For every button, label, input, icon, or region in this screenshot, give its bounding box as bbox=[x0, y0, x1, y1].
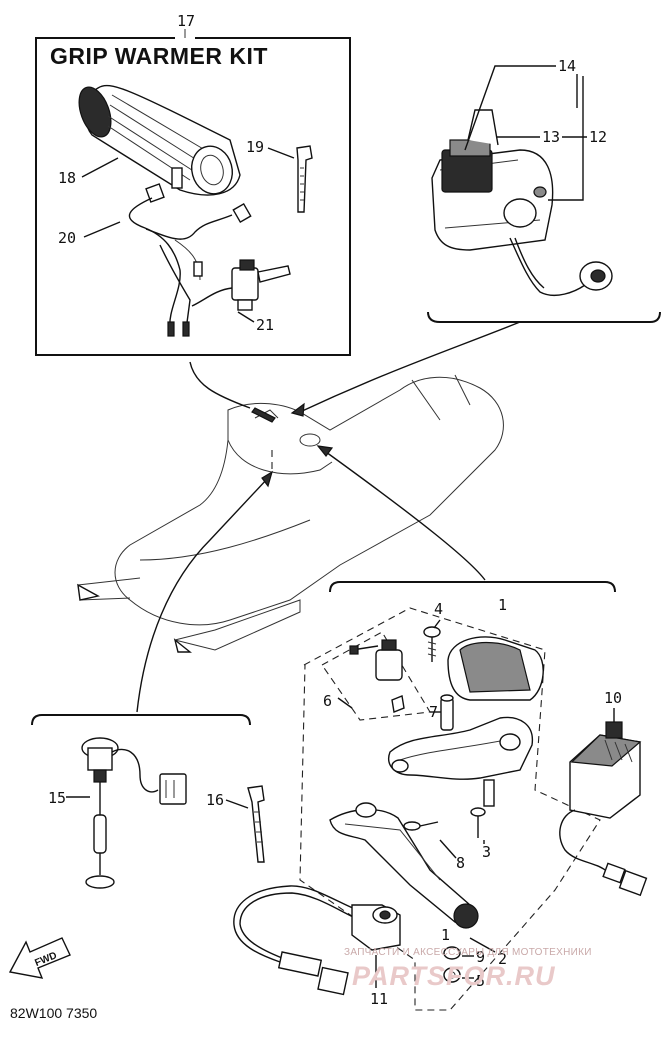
callout-9-a: 1 bbox=[441, 926, 450, 944]
brake-switch-11 bbox=[233, 885, 401, 996]
indicator-15 bbox=[81, 737, 187, 889]
callout-1: 1 bbox=[498, 596, 507, 614]
cable-tie-19 bbox=[296, 145, 313, 213]
callout-16: 16 bbox=[206, 791, 224, 809]
callout-10: 10 bbox=[604, 689, 622, 707]
snowmobile-outline bbox=[77, 374, 504, 653]
grip-warmer-kit-box: 17 GRIP WARMER KIT bbox=[35, 12, 351, 356]
switch-part-6 bbox=[349, 639, 405, 713]
leader-18 bbox=[81, 157, 119, 178]
cable-tie-16 bbox=[247, 785, 265, 863]
brake-lever-2 bbox=[329, 802, 479, 929]
callout-11: 11 bbox=[370, 990, 388, 1008]
callout-13: 13 bbox=[542, 128, 560, 146]
watermark-line-1: ЗАПЧАСТИ И АКСЕССУАРЫ ДЛЯ МОТОТЕХНИКИ bbox=[344, 947, 592, 958]
callout-9: 9 bbox=[476, 948, 485, 966]
callout-17: 17 bbox=[177, 12, 195, 30]
pin-7 bbox=[440, 694, 454, 731]
kit-title: GRIP WARMER KIT bbox=[50, 43, 268, 69]
wire-harness-20 bbox=[128, 183, 252, 337]
callout-20: 20 bbox=[58, 229, 76, 247]
handlebar-switch-group bbox=[427, 109, 661, 323]
callout-19: 19 bbox=[246, 138, 264, 156]
fwd-arrow-icon: FWD bbox=[8, 937, 71, 979]
callout-5: 5 bbox=[476, 972, 485, 990]
switch-21 bbox=[191, 259, 291, 311]
callout-12: 12 bbox=[589, 128, 607, 146]
callout-15: 15 bbox=[48, 789, 66, 807]
relay-10 bbox=[559, 721, 648, 897]
lever-assembly-bracket bbox=[329, 581, 616, 593]
screw-8 bbox=[403, 821, 439, 831]
watermark-logo: PARTSFOR.RU bbox=[352, 961, 556, 991]
accessory-box-bracket bbox=[31, 714, 251, 726]
catalog-code: 82W100 7350 bbox=[10, 1005, 97, 1021]
callout-8: 8 bbox=[456, 854, 465, 872]
nut-5 bbox=[443, 967, 461, 983]
screw-4 bbox=[423, 626, 441, 662]
lever-cover bbox=[447, 636, 544, 701]
callout-2: 2 bbox=[498, 950, 507, 968]
callout-6: 6 bbox=[323, 692, 332, 710]
callout-18: 18 bbox=[58, 169, 76, 187]
screw-3 bbox=[470, 807, 486, 838]
callout-4: 4 bbox=[434, 600, 443, 618]
callout-7: 7 bbox=[429, 703, 438, 721]
lever-holder bbox=[388, 716, 534, 807]
callout-21: 21 bbox=[256, 316, 274, 334]
leader-kit-to-sled bbox=[189, 361, 251, 409]
grip-warmer-part bbox=[78, 84, 241, 196]
callout-14: 14 bbox=[558, 57, 576, 75]
callout-3: 3 bbox=[482, 843, 491, 861]
washer-9 bbox=[443, 946, 461, 960]
